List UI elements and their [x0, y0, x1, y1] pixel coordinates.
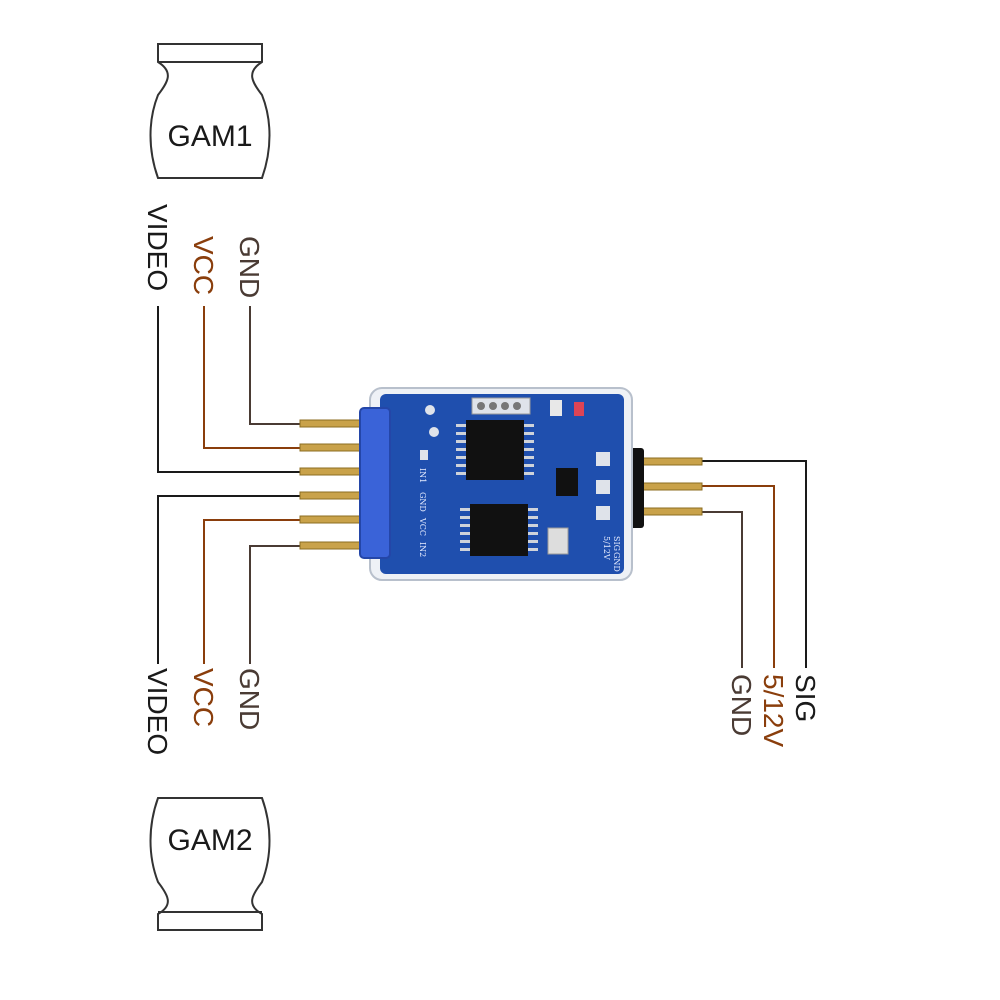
top-wire-group [157, 306, 318, 473]
bottom-gnd-label: GND [234, 668, 265, 730]
camera-gam1-label: GAM1 [167, 120, 252, 153]
top-video-label: VIDEO [142, 204, 173, 291]
top-gnd-label: GND [234, 236, 265, 298]
silk-512v: 5/12V [602, 536, 611, 560]
right-sig-wire [700, 460, 807, 668]
camera-gam1: GAM1 [149, 43, 271, 179]
top-vcc-wire [203, 306, 318, 449]
silk-gnd: GND [418, 492, 427, 512]
camera-gam2: GAM2 [149, 797, 271, 931]
right-pin-header [622, 448, 703, 528]
right-512v-label: 5/12V [758, 674, 789, 747]
right-sig-label: SIG [790, 674, 821, 722]
pcb-board: IN1 GND VCC IN2 SIG 5/12V GND [359, 387, 633, 581]
bottom-gnd-wire [249, 545, 318, 664]
silk-in1: IN1 [418, 468, 427, 483]
silk-sig: SIG [612, 536, 621, 551]
right-512v-wire [700, 485, 775, 668]
left-connector-housing [359, 407, 391, 559]
right-gnd-label: GND [726, 674, 757, 736]
bottom-vcc-wire [203, 519, 318, 664]
bottom-wire-group [157, 495, 318, 664]
silk-gnd2: GND [612, 552, 621, 572]
right-gnd-wire [700, 511, 743, 668]
silk-in2: IN2 [418, 542, 427, 557]
bottom-video-label: VIDEO [142, 668, 173, 755]
right-wire-group [700, 460, 807, 668]
left-pin-header [299, 419, 367, 550]
bottom-video-wire [157, 495, 318, 664]
top-vcc-label: VCC [188, 236, 219, 295]
top-gnd-wire [249, 306, 318, 425]
bottom-vcc-label: VCC [188, 668, 219, 727]
camera-gam2-label: GAM2 [167, 824, 252, 857]
top-video-wire [157, 306, 318, 473]
silk-vcc: VCC [418, 517, 427, 536]
